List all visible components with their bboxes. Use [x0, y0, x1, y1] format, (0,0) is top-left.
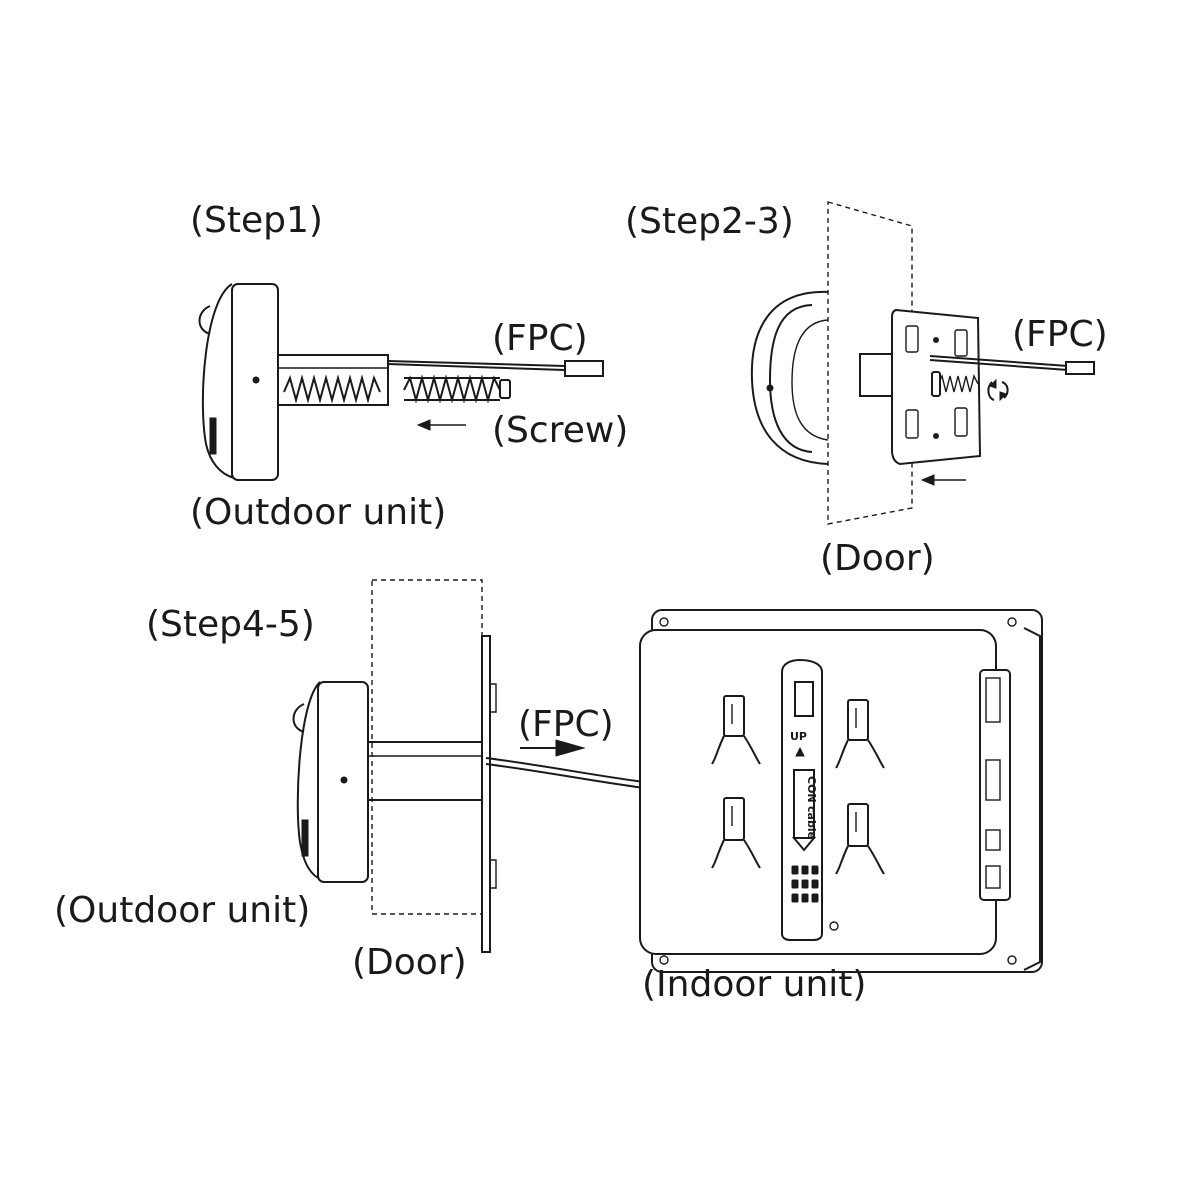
screw-hole-icon — [1007, 955, 1017, 965]
screw-hole-icon — [659, 617, 669, 627]
step4-5-tube — [368, 741, 486, 801]
step2-3-fpc-label: (FPC) — [1012, 314, 1108, 355]
hook-icon — [835, 803, 885, 875]
step2-3-indicator-dot-icon — [766, 384, 774, 392]
step2-3-unit-rim — [768, 304, 813, 453]
step4-5-pir-lens-icon — [292, 703, 305, 733]
step1-fpc-connector — [564, 360, 604, 377]
step2-3-unit-shell — [750, 290, 829, 465]
sd-card-slot-icon — [985, 677, 1001, 723]
step4-5-group: (Step4-5) — [54, 579, 1043, 1005]
step2-3-door — [827, 201, 913, 525]
step1-screw — [403, 374, 511, 404]
step2-3-title: (Step2-3) — [625, 201, 794, 242]
step1-pir-lens-icon — [198, 305, 211, 335]
step1-screw-label: (Screw) — [492, 410, 628, 451]
step2-3-screw — [931, 371, 979, 397]
step1-unit-slot — [209, 417, 217, 455]
down-arrow-icon — [791, 837, 817, 852]
step1-unit-front — [201, 283, 235, 479]
hook-icon — [711, 695, 761, 765]
indoor-unit-label: (Indoor unit) — [642, 964, 866, 1005]
step4-5-unit-front — [296, 681, 323, 881]
step1-outdoor-unit — [198, 283, 279, 481]
step1-fpc-cable — [387, 360, 604, 377]
step2-3-fpc-cable — [929, 355, 1095, 375]
step2-3-clip-icon — [954, 329, 968, 357]
step1-group: (Step1) (FPC) — [190, 200, 628, 533]
step2-3-unit-inner — [791, 319, 829, 441]
step4-5-fpc-label: (FPC) — [518, 704, 614, 745]
power-button-icon — [985, 829, 1001, 851]
step4-5-unit-slot — [301, 819, 309, 857]
step4-5-fpc-arrow-icon — [520, 739, 586, 757]
up-arrow-icon — [795, 746, 805, 757]
step1-fpc-label: (FPC) — [492, 318, 588, 359]
step4-5-title: (Step4-5) — [146, 604, 315, 645]
step1-outdoor-label: (Outdoor unit) — [190, 492, 446, 533]
step2-3-push-arrow-icon — [920, 474, 966, 486]
indoor-unit-cable-text: cable — [805, 806, 818, 839]
step2-3-group: (Step2-3) (FPC) — [625, 201, 1108, 579]
step4-5-outdoor-unit — [292, 681, 369, 883]
screw-hole-icon — [659, 955, 669, 965]
indoor-unit-up-text: UP — [790, 730, 807, 743]
step2-3-clip-icon — [905, 325, 919, 353]
hook-icon — [835, 699, 885, 769]
step1-screw-head — [499, 379, 511, 399]
reset-port-icon — [985, 865, 1001, 889]
step2-3-clip-icon — [954, 407, 968, 437]
step4-5-outdoor-label: (Outdoor unit) — [54, 890, 310, 931]
step2-3-screw-thread-icon — [937, 373, 979, 393]
indoor-unit-port-strip — [979, 669, 1011, 901]
step1-screw-thread-icon — [403, 374, 501, 404]
screw-hole-icon — [1007, 617, 1017, 627]
speaker-grille-icon — [791, 865, 819, 903]
step4-5-mounting-plate — [481, 635, 497, 953]
indoor-unit: UP CON cable — [639, 609, 1043, 973]
step2-3-fpc-connector — [1065, 361, 1095, 375]
indoor-unit-con-text: CON — [805, 776, 818, 803]
step4-5-plate-edge — [481, 635, 491, 953]
step4-5-indicator-dot-icon — [340, 776, 348, 784]
step1-tube — [277, 354, 389, 406]
usb-port-icon — [985, 759, 1001, 801]
fpc-socket-icon — [794, 681, 814, 717]
step2-3-outdoor-unit — [750, 290, 829, 465]
hook-icon — [711, 797, 761, 869]
step1-indicator-dot-icon — [252, 376, 260, 384]
step2-3-door-label: (Door) — [820, 538, 935, 579]
indoor-unit-side — [1023, 627, 1041, 971]
step1-spring-icon — [283, 374, 381, 404]
step2-3-clip-icon — [905, 409, 919, 439]
rotate-icon — [987, 378, 1009, 402]
step4-5-door-label: (Door) — [352, 942, 467, 983]
step1-insert-arrow-icon — [416, 419, 466, 431]
step4-5-door — [371, 579, 483, 915]
step1-title: (Step1) — [190, 200, 323, 241]
